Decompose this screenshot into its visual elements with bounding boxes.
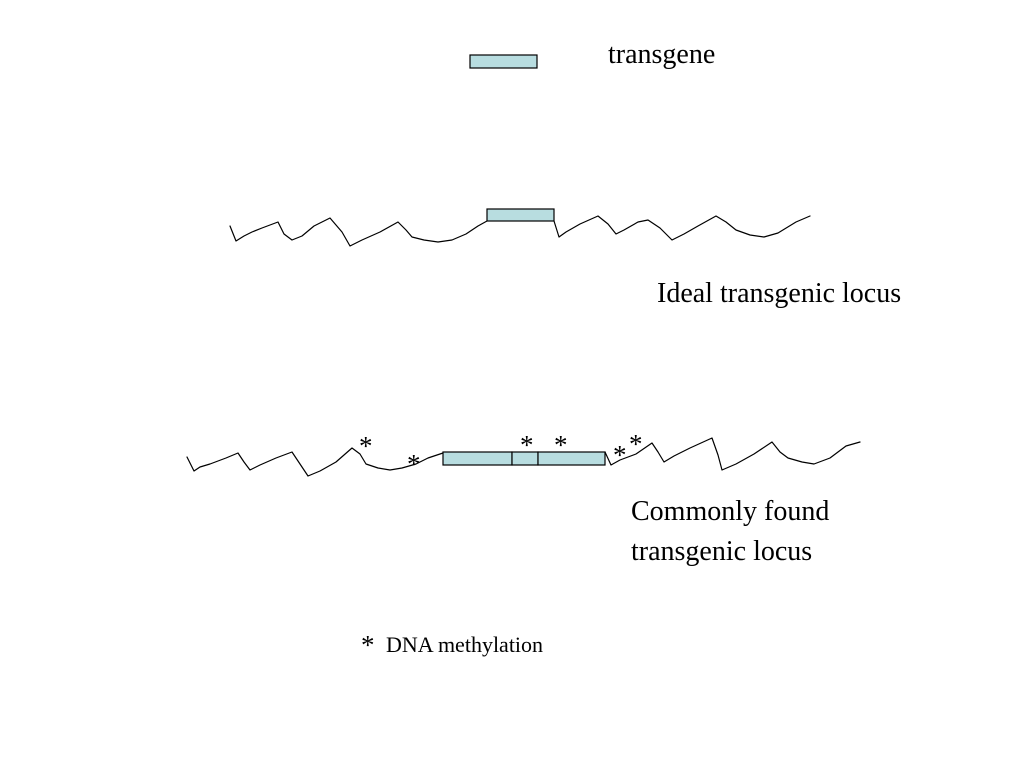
ideal-locus-dna-left xyxy=(229,217,488,247)
common-locus-dna-left xyxy=(186,447,444,477)
methylation-mark: * xyxy=(359,431,373,461)
methylation-mark: * xyxy=(407,449,421,479)
legend-transgene-label: transgene xyxy=(608,39,715,70)
methylation-mark: * xyxy=(629,429,643,459)
legend-transgene-box xyxy=(469,54,538,69)
methylation-mark: * xyxy=(613,440,627,470)
legend-methylation-symbol: * xyxy=(361,630,375,660)
common-locus-transgene-1 xyxy=(442,451,513,466)
common-locus-caption-line2: transgenic locus xyxy=(631,536,812,567)
ideal-locus-dna-right xyxy=(553,215,811,241)
methylation-mark: * xyxy=(554,430,568,460)
ideal-locus-transgene xyxy=(486,208,555,222)
common-locus-dna-right xyxy=(604,437,861,471)
methylation-mark: * xyxy=(520,430,534,460)
ideal-locus-caption: Ideal transgenic locus xyxy=(657,278,901,309)
common-locus-caption-line1: Commonly found xyxy=(631,496,829,527)
legend-methylation-label: DNA methylation xyxy=(386,632,543,657)
common-locus-transgene-3 xyxy=(537,451,606,466)
